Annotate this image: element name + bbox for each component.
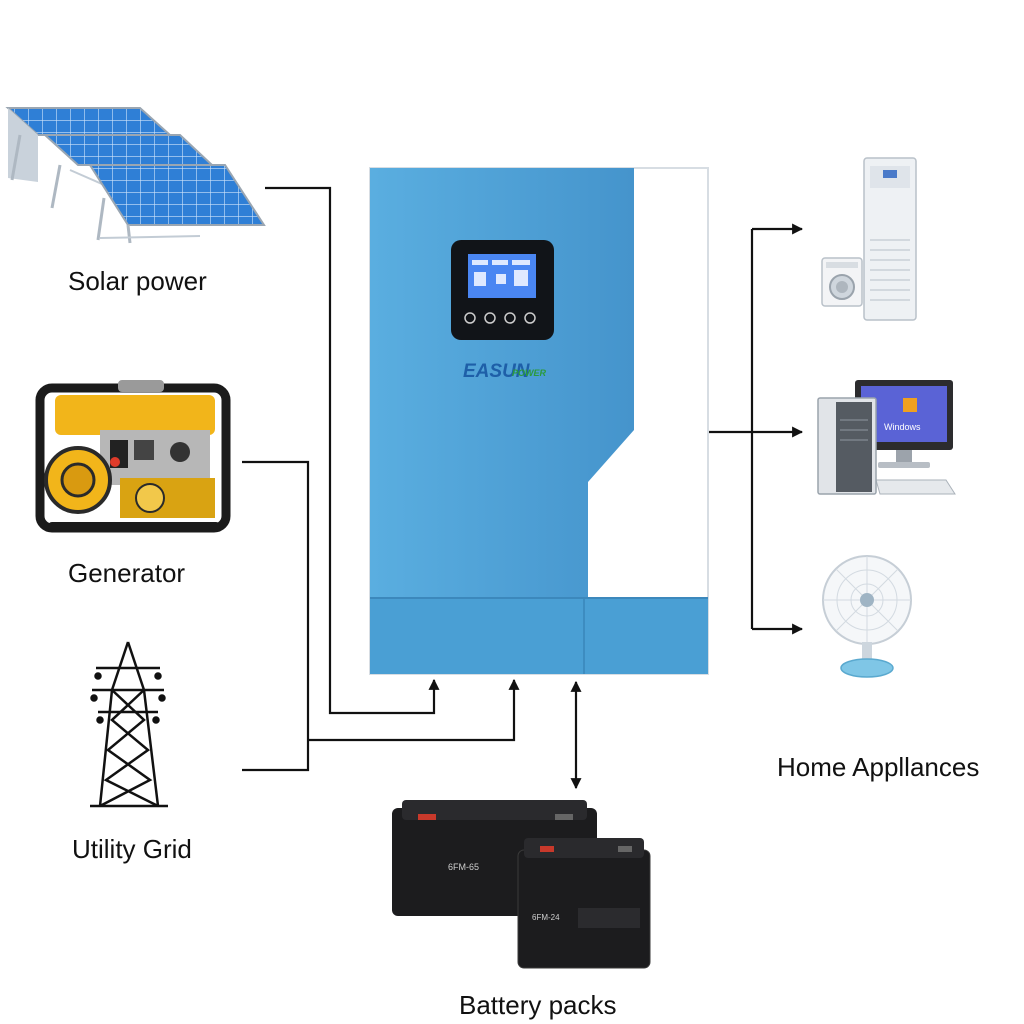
home-appliances-label: Home Appllances — [777, 752, 980, 782]
connection-lines — [242, 186, 804, 790]
inverter-brand-sub: POWER — [512, 368, 547, 378]
battery-packs-label: Battery packs — [459, 990, 617, 1020]
utility-grid-label: Utility Grid — [72, 834, 192, 864]
fan-icon — [822, 555, 912, 678]
generator-line — [242, 460, 310, 772]
inverter-icon: EASUN POWER — [369, 167, 709, 675]
washing-machine-icon — [821, 257, 863, 307]
generator-label: Generator — [68, 558, 186, 588]
grid-bus-line — [308, 678, 520, 742]
battery-icon: 6FM-65 6FM-24 — [392, 800, 651, 969]
windows-screen-text: Windows — [884, 422, 921, 432]
small-battery-model: 6FM-24 — [532, 913, 560, 922]
inverter-brand: EASUN — [463, 361, 531, 382]
transmission-tower-icon — [90, 641, 168, 808]
solar-power-label: Solar power — [68, 266, 207, 296]
solar-panel-icon — [5, 107, 266, 244]
generator-icon — [35, 380, 231, 533]
computer-icon: Windows — [817, 380, 956, 495]
large-battery-model: 6FM-65 — [448, 862, 479, 872]
solar-line — [265, 186, 440, 715]
air-conditioner-icon — [863, 157, 917, 321]
